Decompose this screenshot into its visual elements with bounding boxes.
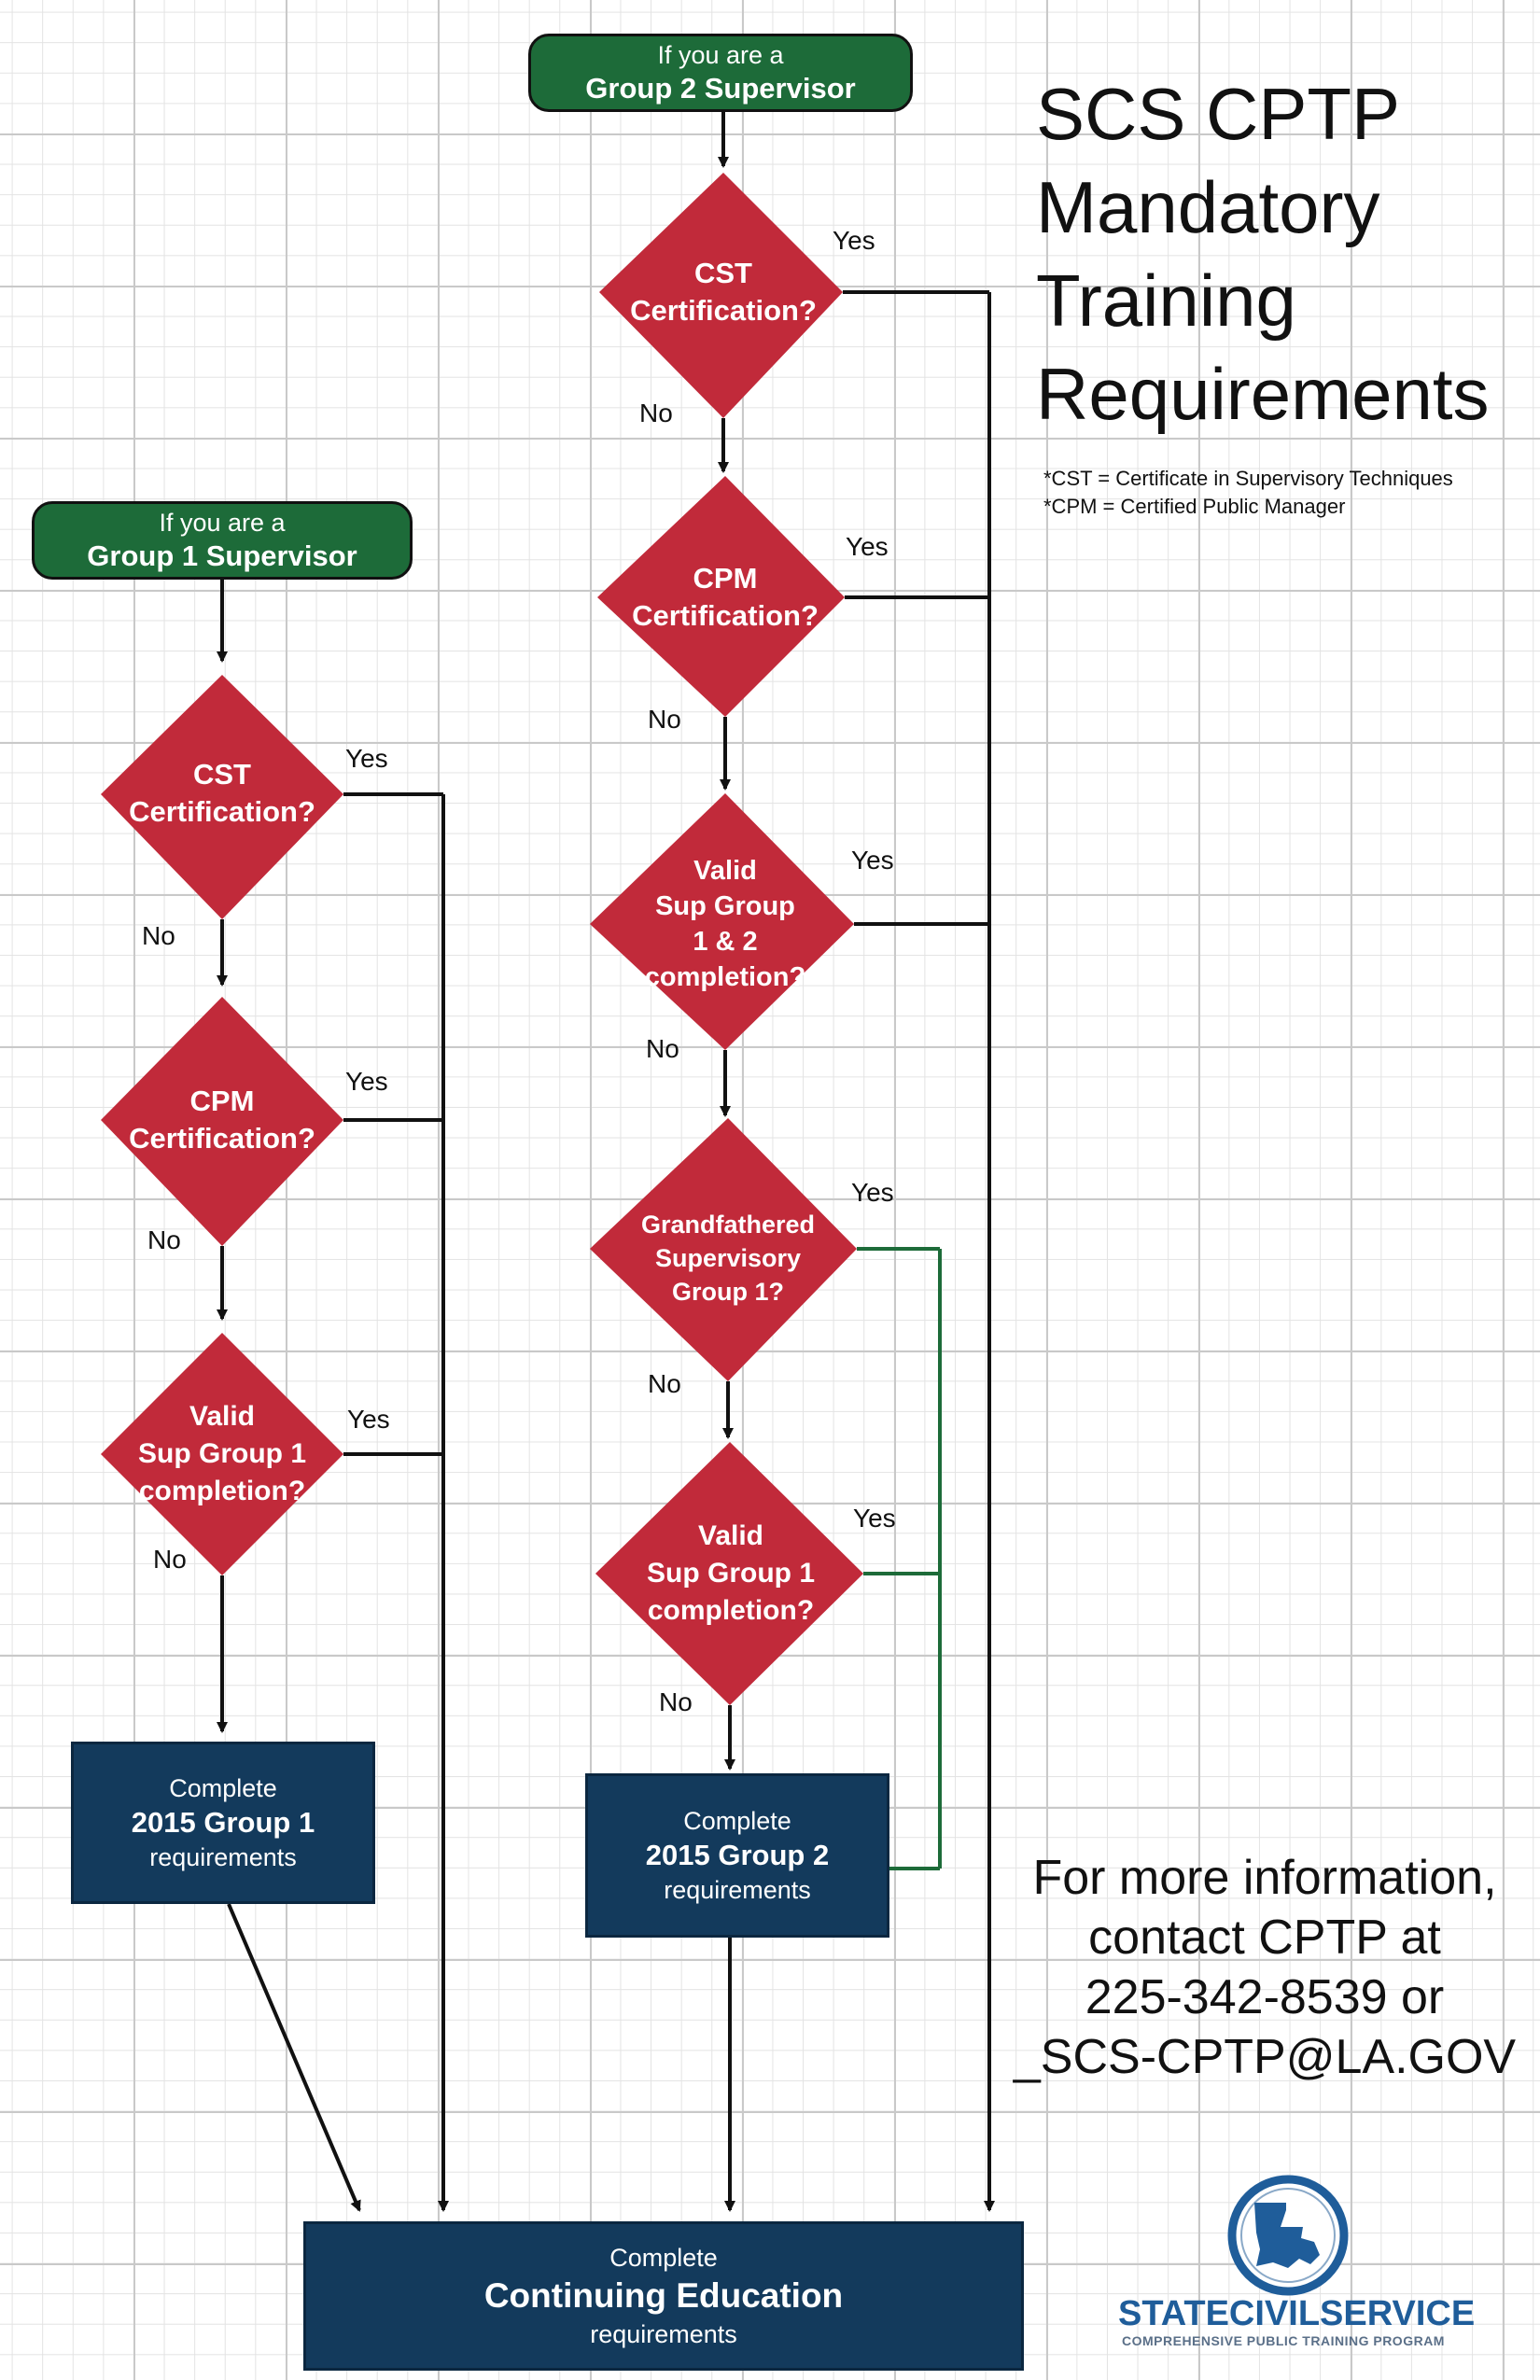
g2-start-pill: If you are a Group 2 Supervisor: [528, 34, 913, 112]
final-line3: requirements: [590, 2320, 737, 2348]
g2-decision-cpm-label: CPM Certification?: [632, 562, 819, 632]
g2-valid1-no-label: No: [659, 1687, 693, 1716]
g1-cpm-yes-label: Yes: [345, 1067, 388, 1096]
g2-decision-grandfathered-label: Grandfathered Supervisory Group 1?: [640, 1211, 816, 1306]
contact-line: contact CPTP at: [1088, 1911, 1441, 1965]
g2-decision-valid1-diamond: [595, 1442, 863, 1705]
note-cpm: *CPM = Certified Public Manager: [1043, 495, 1346, 518]
g2-cst-no-label: No: [639, 399, 673, 427]
g1-decision-cst-diamond: [101, 675, 343, 919]
g2-valid12-no-label: No: [646, 1034, 679, 1063]
g2-result-line2: 2015 Group 2: [645, 1839, 830, 1871]
g1-cpm-no-label: No: [147, 1225, 181, 1254]
g2-decision-valid12-label: Valid Sup Group 1 & 2 completion?: [644, 856, 806, 992]
g2-grandfathered-no-label: No: [648, 1369, 681, 1398]
group1-connectors: [217, 579, 449, 2212]
title-line: SCS CPTP: [1036, 73, 1401, 155]
g2-cpm-no-label: No: [648, 705, 681, 734]
g2-valid12-yes-label: Yes: [851, 846, 894, 875]
final-line2: Continuing Education: [483, 2276, 844, 2315]
g2-decision-grandfathered-diamond: [590, 1118, 857, 1381]
g1-result-line2: 2015 Group 1: [131, 1806, 315, 1839]
g1-cst-no-label: No: [142, 921, 175, 950]
grandfathered-connectors: [857, 1247, 942, 1870]
note-cst: *CST = Certificate in Supervisory Techni…: [1043, 467, 1453, 490]
contact-line: For more information,: [1032, 1851, 1497, 1905]
g2-start-line1: If you are a: [657, 41, 784, 69]
g1-result-arrow: [227, 1903, 361, 2212]
logo-name: STATECIVILSERVICE: [1118, 2294, 1476, 2333]
g1-decision-cpm-diamond: [101, 997, 343, 1246]
title-line: Mandatory: [1036, 166, 1380, 248]
g2-start-line2: Group 2 Supervisor: [585, 72, 856, 105]
continuing-education-box: Complete Continuing Education requiremen…: [303, 2221, 1024, 2371]
g2-result-line1: Complete: [683, 1807, 791, 1835]
g1-decision-cpm-label: CPM Certification?: [129, 1085, 315, 1155]
contact-email: _SCS-CPTP@LA.GOV: [1013, 2030, 1517, 2084]
louisiana-seal-icon: [1227, 2175, 1349, 2296]
g2-valid1-yes-label: Yes: [853, 1504, 896, 1533]
group2-connectors: [718, 110, 995, 2212]
g1-valid1-no-label: No: [153, 1545, 187, 1574]
g1-decision-cst-label: CST Certification?: [129, 758, 315, 828]
g1-result-line3: requirements: [149, 1843, 297, 1871]
g2-grandfathered-yes-label: Yes: [851, 1178, 894, 1207]
g2-decision-valid1-label: Valid Sup Group 1 completion?: [647, 1520, 815, 1626]
g2-decision-cst-label: CST Certification?: [630, 257, 817, 327]
g2-decision-valid12-diamond: [590, 793, 854, 1050]
g1-decision-valid1-diamond: [101, 1333, 343, 1575]
abbreviation-notes: *CST = Certificate in Supervisory Techni…: [1043, 465, 1453, 521]
title-line: Training: [1036, 259, 1296, 342]
title-line: Requirements: [1036, 353, 1490, 435]
g1-valid1-yes-label: Yes: [347, 1405, 390, 1434]
final-line1: Complete: [609, 2244, 718, 2272]
logo-tagline: COMPREHENSIVE PUBLIC TRAINING PROGRAM: [1122, 2333, 1445, 2348]
g1-start-line2: Group 1 Supervisor: [87, 539, 357, 572]
g1-result-box: Complete 2015 Group 1 requirements: [71, 1742, 375, 1904]
g1-start-line1: If you are a: [159, 509, 286, 537]
g1-decision-valid1-label: Valid Sup Group 1 completion?: [138, 1401, 306, 1506]
g2-cst-yes-label: Yes: [833, 226, 875, 255]
contact-info: For more information, contact CPTP at 22…: [994, 1848, 1535, 2087]
contact-phone: 225-342-8539 or: [1085, 1970, 1445, 2024]
g2-cpm-yes-label: Yes: [846, 532, 889, 561]
g1-result-line1: Complete: [169, 1774, 277, 1802]
g2-result-line3: requirements: [664, 1876, 811, 1904]
g2-result-box: Complete 2015 Group 2 requirements: [585, 1773, 889, 1938]
g1-start-pill: If you are a Group 1 Supervisor: [32, 501, 413, 580]
g2-decision-cpm-diamond: [597, 476, 845, 717]
g2-decision-cst-diamond: [599, 173, 843, 418]
page-title: SCS CPTP Mandatory Training Requirements: [1036, 67, 1490, 441]
g1-cst-yes-label: Yes: [345, 744, 388, 773]
